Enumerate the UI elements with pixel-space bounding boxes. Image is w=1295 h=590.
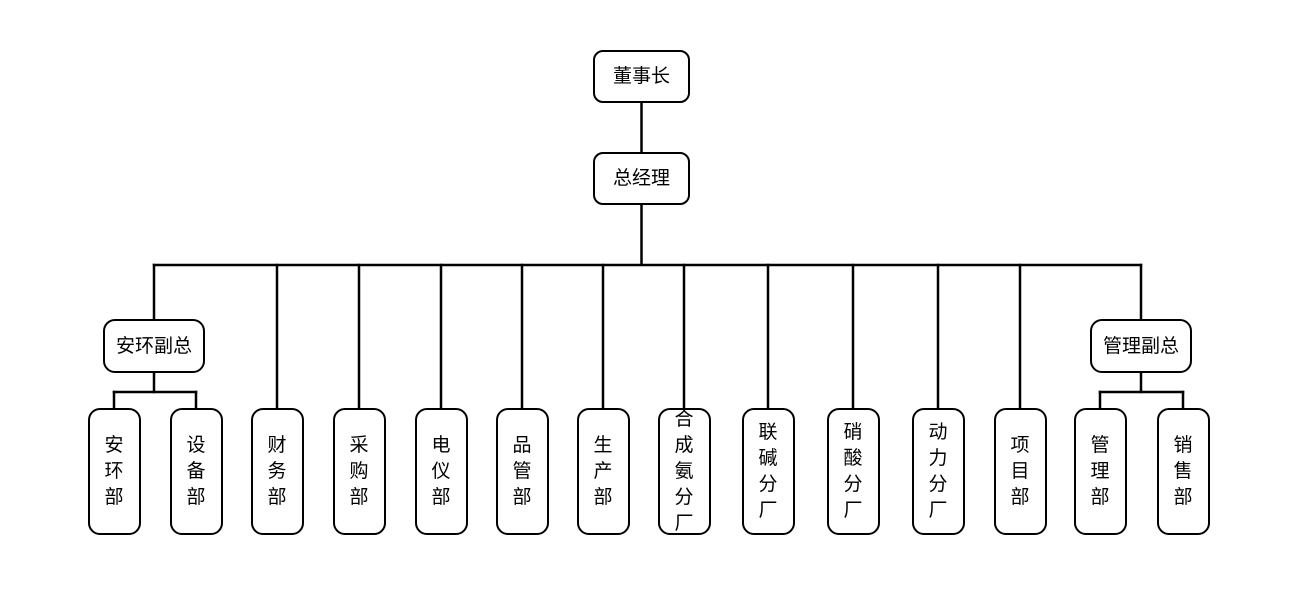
node-dept-project: 项目部 [993, 408, 1047, 535]
node-dept-management: 管理部 [1073, 408, 1127, 535]
node-dept-quality-control-label: 品管部 [512, 434, 532, 508]
node-dept-sales-label: 销售部 [1173, 434, 1193, 508]
node-vp-management: 管理副总 [1090, 319, 1192, 373]
node-dept-electrical-instrument: 电仪部 [414, 408, 468, 535]
node-dept-management-label: 管理部 [1090, 434, 1110, 508]
node-branch-synthetic-ammonia-label: 合成氨分厂 [674, 408, 694, 534]
node-dept-safety-env-label: 安环部 [104, 434, 124, 508]
node-dept-production: 生产部 [576, 408, 630, 535]
node-branch-synthetic-ammonia: 合成氨分厂 [657, 408, 711, 535]
node-general-manager: 总经理 [593, 152, 690, 205]
node-dept-finance: 财务部 [250, 408, 304, 535]
node-dept-purchasing-label: 采购部 [349, 434, 369, 508]
node-branch-nitric-acid: 硝酸分厂 [826, 408, 880, 535]
node-vp-safety-env: 安环副总 [103, 319, 205, 373]
node-branch-nitric-acid-label: 硝酸分厂 [843, 421, 863, 521]
node-dept-purchasing: 采购部 [332, 408, 386, 535]
node-vp-management-label: 管理副总 [1102, 335, 1179, 357]
node-vp-safety-env-label: 安环副总 [115, 335, 192, 357]
node-dept-finance-label: 财务部 [267, 434, 287, 508]
node-dept-production-label: 生产部 [593, 434, 613, 508]
node-chairman-label: 董事长 [612, 66, 670, 87]
node-dept-quality-control: 品管部 [495, 408, 549, 535]
node-branch-combined-alkali-label: 联碱分厂 [758, 421, 778, 521]
node-chairman: 董事长 [593, 50, 690, 103]
node-branch-power-label: 动力分厂 [928, 421, 948, 521]
node-branch-power: 动力分厂 [911, 408, 965, 535]
node-dept-safety-env: 安环部 [87, 408, 141, 535]
node-general-manager-label: 总经理 [612, 168, 670, 189]
node-dept-electrical-instrument-label: 电仪部 [431, 434, 451, 508]
node-branch-combined-alkali: 联碱分厂 [741, 408, 795, 535]
node-dept-equipment-label: 设备部 [186, 434, 206, 508]
node-dept-equipment: 设备部 [169, 408, 223, 535]
node-dept-sales: 销售部 [1156, 408, 1210, 535]
node-dept-project-label: 项目部 [1010, 434, 1030, 508]
